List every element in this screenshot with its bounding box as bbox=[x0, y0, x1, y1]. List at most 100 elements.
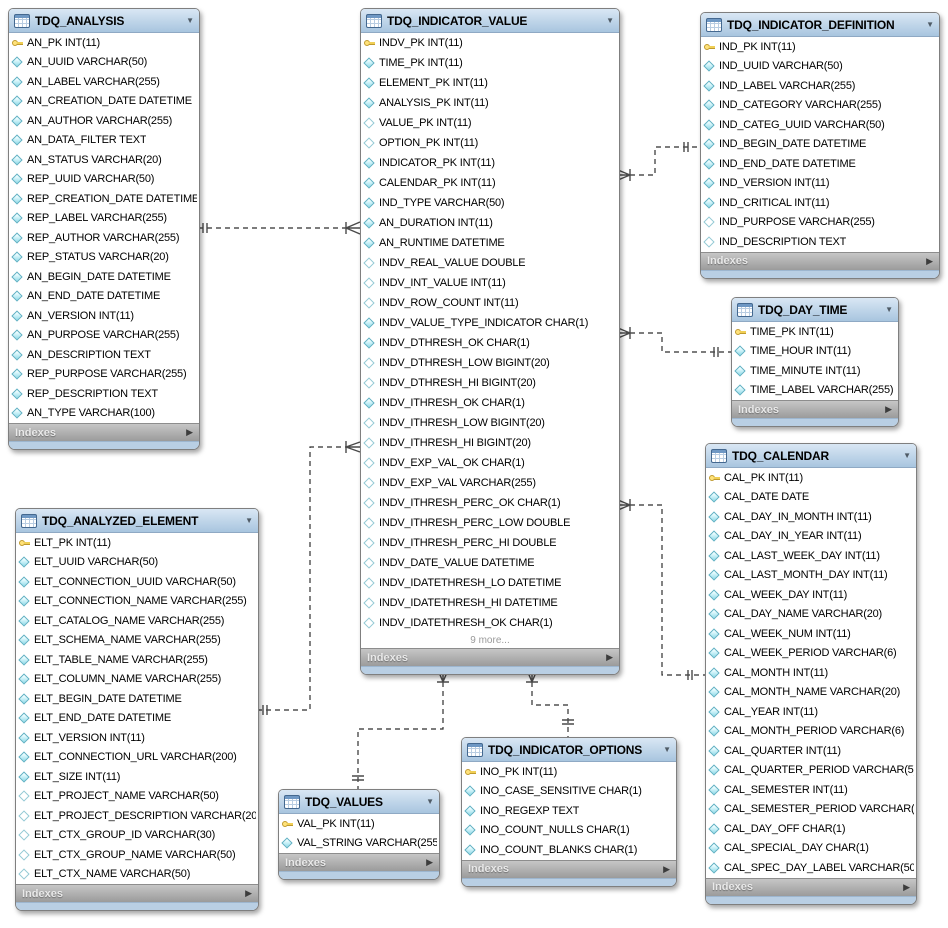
column-row[interactable]: AN_LABEL VARCHAR(255) bbox=[9, 72, 199, 92]
column-row[interactable]: CAL_SEMESTER_PERIOD VARCHAR(6) bbox=[706, 799, 916, 819]
table-indicator-definition[interactable]: TDQ_INDICATOR_DEFINITION▼IND_PK INT(11)I… bbox=[700, 12, 940, 279]
column-row[interactable]: OPTION_PK INT(11) bbox=[361, 133, 619, 153]
expand-arrow-icon[interactable]: ▶ bbox=[663, 863, 670, 874]
column-row[interactable]: AN_STATUS VARCHAR(20) bbox=[9, 150, 199, 170]
column-row[interactable]: INDV_IDATETHRESH_LO DATETIME bbox=[361, 573, 619, 593]
column-row[interactable]: IND_CATEG_UUID VARCHAR(50) bbox=[701, 115, 939, 135]
column-row[interactable]: ELT_COLUMN_NAME VARCHAR(255) bbox=[16, 669, 258, 689]
column-row[interactable]: AN_CREATION_DATE DATETIME bbox=[9, 91, 199, 111]
column-row[interactable]: IND_CATEGORY VARCHAR(255) bbox=[701, 95, 939, 115]
column-row[interactable]: AN_PURPOSE VARCHAR(255) bbox=[9, 325, 199, 345]
table-header[interactable]: TDQ_DAY_TIME▼ bbox=[732, 298, 898, 322]
column-row[interactable]: IND_BEGIN_DATE DATETIME bbox=[701, 134, 939, 154]
column-row[interactable]: TIME_PK INT(11) bbox=[732, 322, 898, 342]
more-columns-label[interactable]: 9 more... bbox=[361, 633, 619, 648]
column-row[interactable]: AN_UUID VARCHAR(50) bbox=[9, 52, 199, 72]
column-row[interactable]: CAL_YEAR INT(11) bbox=[706, 702, 916, 722]
expand-arrow-icon[interactable]: ▶ bbox=[903, 881, 910, 892]
column-row[interactable]: AN_AUTHOR VARCHAR(255) bbox=[9, 111, 199, 131]
collapse-arrow-icon[interactable]: ▼ bbox=[426, 797, 434, 806]
column-row[interactable]: INDV_DTHRESH_HI BIGINT(20) bbox=[361, 373, 619, 393]
column-row[interactable]: INDV_DATE_VALUE DATETIME bbox=[361, 553, 619, 573]
relationship-TDQ_INDICATOR_OPTIONS-TDQ_INDICATOR_VALUE[interactable] bbox=[526, 669, 574, 737]
collapse-arrow-icon[interactable]: ▼ bbox=[885, 305, 893, 314]
column-row[interactable]: ELT_CATALOG_NAME VARCHAR(255) bbox=[16, 611, 258, 631]
column-row[interactable]: AN_BEGIN_DATE DATETIME bbox=[9, 267, 199, 287]
column-row[interactable]: INDV_INT_VALUE INT(11) bbox=[361, 273, 619, 293]
indexes-footer[interactable]: Indexes▶ bbox=[16, 884, 258, 902]
expand-arrow-icon[interactable]: ▶ bbox=[885, 404, 892, 414]
column-row[interactable]: ELT_CTX_GROUP_NAME VARCHAR(50) bbox=[16, 845, 258, 865]
relationship-TDQ_CALENDAR-TDQ_INDICATOR_VALUE[interactable] bbox=[617, 499, 705, 680]
column-row[interactable]: TIME_HOUR INT(11) bbox=[732, 341, 898, 361]
expand-arrow-icon[interactable]: ▶ bbox=[245, 888, 252, 898]
column-row[interactable]: CAL_PK INT(11) bbox=[706, 468, 916, 488]
relationship-TDQ_ANALYZED_ELEMENT-TDQ_INDICATOR_VALUE[interactable] bbox=[257, 441, 361, 715]
column-row[interactable]: ELT_SCHEMA_NAME VARCHAR(255) bbox=[16, 630, 258, 650]
column-row[interactable]: INDV_DTHRESH_LOW BIGINT(20) bbox=[361, 353, 619, 373]
column-row[interactable]: INDV_ITHRESH_PERC_HI DOUBLE bbox=[361, 533, 619, 553]
expand-arrow-icon[interactable]: ▶ bbox=[606, 652, 613, 662]
column-row[interactable]: ELT_CTX_GROUP_ID VARCHAR(30) bbox=[16, 825, 258, 845]
column-row[interactable]: INDV_ITHRESH_PERC_OK CHAR(1) bbox=[361, 493, 619, 513]
column-row[interactable]: INDV_REAL_VALUE DOUBLE bbox=[361, 253, 619, 273]
column-row[interactable]: INDV_ITHRESH_OK CHAR(1) bbox=[361, 393, 619, 413]
column-row[interactable]: IND_LABEL VARCHAR(255) bbox=[701, 76, 939, 96]
column-row[interactable]: ELT_PROJECT_NAME VARCHAR(50) bbox=[16, 786, 258, 806]
table-header[interactable]: TDQ_INDICATOR_VALUE▼ bbox=[361, 9, 619, 33]
column-row[interactable]: CAL_WEEK_DAY INT(11) bbox=[706, 585, 916, 605]
indexes-footer[interactable]: Indexes▶ bbox=[9, 423, 199, 441]
column-row[interactable]: ELEMENT_PK INT(11) bbox=[361, 73, 619, 93]
column-row[interactable]: ELT_PROJECT_DESCRIPTION VARCHAR(200) bbox=[16, 806, 258, 826]
column-row[interactable]: IND_DESCRIPTION TEXT bbox=[701, 232, 939, 252]
column-row[interactable]: INDICATOR_PK INT(11) bbox=[361, 153, 619, 173]
column-row[interactable]: VALUE_PK INT(11) bbox=[361, 113, 619, 133]
column-row[interactable]: INDV_IDATETHRESH_OK CHAR(1) bbox=[361, 613, 619, 633]
column-row[interactable]: IND_PURPOSE VARCHAR(255) bbox=[701, 212, 939, 232]
column-row[interactable]: ELT_CONNECTION_URL VARCHAR(200) bbox=[16, 747, 258, 767]
column-row[interactable]: AN_TYPE VARCHAR(100) bbox=[9, 403, 199, 423]
column-row[interactable]: IND_PK INT(11) bbox=[701, 37, 939, 57]
column-row[interactable]: TIME_MINUTE INT(11) bbox=[732, 361, 898, 381]
column-row[interactable]: CAL_WEEK_PERIOD VARCHAR(6) bbox=[706, 643, 916, 663]
table-header[interactable]: TDQ_INDICATOR_DEFINITION▼ bbox=[701, 13, 939, 37]
indexes-footer[interactable]: Indexes▶ bbox=[361, 648, 619, 666]
collapse-arrow-icon[interactable]: ▼ bbox=[245, 516, 253, 525]
column-row[interactable]: CAL_SPECIAL_DAY CHAR(1) bbox=[706, 838, 916, 858]
column-row[interactable]: REP_PURPOSE VARCHAR(255) bbox=[9, 364, 199, 384]
table-header[interactable]: TDQ_VALUES▼ bbox=[279, 790, 439, 814]
column-row[interactable]: REP_AUTHOR VARCHAR(255) bbox=[9, 228, 199, 248]
column-row[interactable]: CAL_LAST_WEEK_DAY INT(11) bbox=[706, 546, 916, 566]
column-row[interactable]: CAL_DAY_IN_MONTH INT(11) bbox=[706, 507, 916, 527]
indexes-footer[interactable]: Indexes▶ bbox=[462, 859, 676, 878]
column-row[interactable]: AN_PK INT(11) bbox=[9, 33, 199, 53]
column-row[interactable]: CAL_WEEK_NUM INT(11) bbox=[706, 624, 916, 644]
collapse-arrow-icon[interactable]: ▼ bbox=[903, 451, 911, 460]
column-row[interactable]: CAL_DATE DATE bbox=[706, 487, 916, 507]
column-row[interactable]: ELT_END_DATE DATETIME bbox=[16, 708, 258, 728]
column-row[interactable]: INDV_ITHRESH_PERC_LOW DOUBLE bbox=[361, 513, 619, 533]
column-row[interactable]: INDV_ROW_COUNT INT(11) bbox=[361, 293, 619, 313]
column-row[interactable]: INDV_EXP_VAL_OK CHAR(1) bbox=[361, 453, 619, 473]
table-analyzed-element[interactable]: TDQ_ANALYZED_ELEMENT▼ELT_PK INT(11)ELT_U… bbox=[15, 508, 259, 911]
table-analysis[interactable]: TDQ_ANALYSIS▼AN_PK INT(11)AN_UUID VARCHA… bbox=[8, 8, 200, 450]
column-row[interactable]: AN_VERSION INT(11) bbox=[9, 306, 199, 326]
column-row[interactable]: IND_END_DATE DATETIME bbox=[701, 154, 939, 174]
column-row[interactable]: INDV_ITHRESH_HI BIGINT(20) bbox=[361, 433, 619, 453]
column-row[interactable]: AN_DATA_FILTER TEXT bbox=[9, 130, 199, 150]
column-row[interactable]: AN_RUNTIME DATETIME bbox=[361, 233, 619, 253]
column-row[interactable]: IND_VERSION INT(11) bbox=[701, 173, 939, 193]
column-row[interactable]: ELT_UUID VARCHAR(50) bbox=[16, 552, 258, 572]
column-row[interactable]: IND_TYPE VARCHAR(50) bbox=[361, 193, 619, 213]
table-header[interactable]: TDQ_ANALYSIS▼ bbox=[9, 9, 199, 33]
column-row[interactable]: INO_CASE_SENSITIVE CHAR(1) bbox=[462, 781, 676, 801]
column-row[interactable]: INDV_VALUE_TYPE_INDICATOR CHAR(1) bbox=[361, 313, 619, 333]
column-row[interactable]: CAL_DAY_NAME VARCHAR(20) bbox=[706, 604, 916, 624]
column-row[interactable]: REP_CREATION_DATE DATETIME bbox=[9, 189, 199, 209]
column-row[interactable]: IND_UUID VARCHAR(50) bbox=[701, 56, 939, 76]
indexes-footer[interactable]: Indexes▶ bbox=[732, 400, 898, 418]
column-row[interactable]: INDV_PK INT(11) bbox=[361, 33, 619, 53]
table-header[interactable]: TDQ_INDICATOR_OPTIONS▼ bbox=[462, 738, 676, 762]
column-row[interactable]: INO_PK INT(11) bbox=[462, 762, 676, 782]
column-row[interactable]: INDV_IDATETHRESH_HI DATETIME bbox=[361, 593, 619, 613]
